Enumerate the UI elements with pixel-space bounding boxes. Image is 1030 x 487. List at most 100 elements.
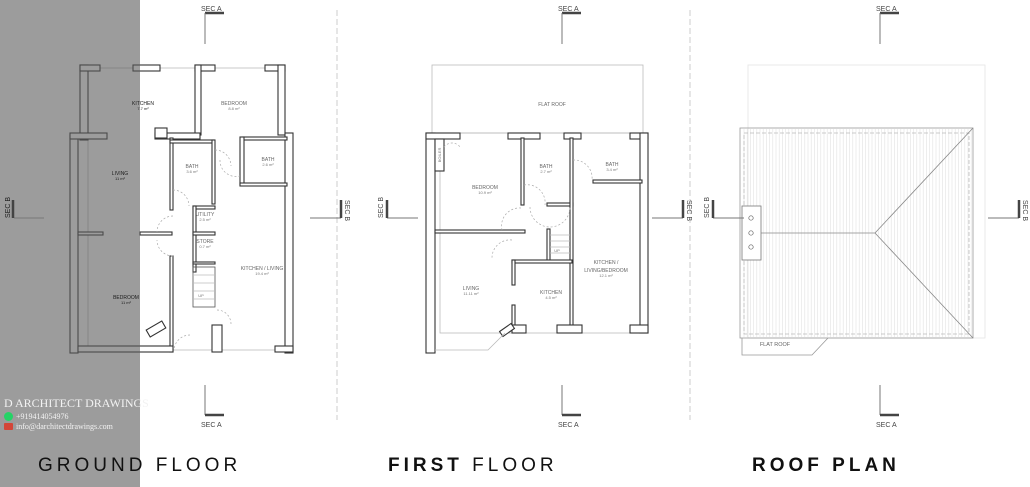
room-label: LIVING/BEDROOM — [584, 268, 628, 274]
boiler-label: BOILER — [437, 148, 442, 163]
room-area: 12.1 m² — [599, 273, 613, 278]
room-label: BATH — [606, 162, 619, 168]
wall — [274, 345, 294, 353]
room-label: BEDROOM — [472, 185, 498, 191]
roof-outline-faint — [747, 64, 986, 339]
sec-a-label: SEC A — [201, 422, 222, 429]
wall — [629, 324, 649, 334]
room-area: 3.4 m² — [606, 167, 618, 172]
bay-wall — [498, 322, 516, 338]
room-label: KITCHEN — [540, 290, 562, 296]
flue-icon — [748, 215, 754, 221]
sec-b-label: SEC B — [343, 200, 350, 221]
wall — [425, 132, 461, 140]
wall — [169, 139, 215, 144]
bay-wall — [145, 320, 167, 338]
roof-plan: FLAT ROOF — [739, 64, 986, 356]
sec-a-label: SEC A — [201, 6, 222, 13]
gutter-line — [743, 132, 970, 335]
sec-a-label: SEC A — [876, 422, 897, 429]
room-label: LIVING — [463, 286, 480, 292]
sec-b-label: SEC B — [378, 197, 385, 218]
hip-line — [874, 127, 974, 234]
flat-roof-label: FLAT ROOF — [538, 102, 566, 108]
wall — [556, 324, 583, 334]
room-area: 3.6 m² — [186, 169, 198, 174]
room-area: 11.11 m² — [463, 291, 479, 296]
wall — [284, 132, 294, 354]
wall — [211, 324, 223, 353]
staircase — [550, 234, 570, 254]
sec-b-label: SEC B — [1021, 200, 1028, 221]
wall — [277, 64, 286, 136]
door-swing — [156, 215, 174, 233]
door-swing — [173, 334, 191, 351]
wall — [139, 231, 173, 236]
wall — [192, 205, 197, 273]
wall — [239, 182, 288, 187]
door-swing — [216, 309, 232, 325]
room-label: STORE — [196, 239, 214, 245]
room-label: BATH — [186, 164, 199, 170]
company-name: D ARCHITECT DRAWINGS — [4, 396, 149, 410]
room-area: 10.9 m² — [478, 190, 492, 195]
wall — [520, 137, 525, 206]
room-area: 19.4 m² — [255, 271, 269, 276]
sec-a-label: SEC A — [558, 422, 579, 429]
flat-roof-outline — [431, 64, 644, 134]
door-swing — [214, 149, 232, 167]
door-swing — [443, 142, 461, 148]
wall — [239, 136, 245, 186]
door-swing — [523, 184, 546, 206]
roof-tile-hatching — [743, 129, 972, 337]
wall — [169, 255, 174, 353]
wall — [192, 231, 216, 236]
wall — [546, 202, 574, 207]
wall — [511, 259, 573, 264]
chimney — [741, 205, 762, 261]
section-markers: SEC A SEC A SEC A SEC A SEC A SEC A SEC … — [201, 6, 1028, 429]
hip-line — [874, 232, 974, 339]
room-area: 4.5 m² — [545, 295, 557, 300]
wall — [192, 261, 216, 265]
ground-floor-title: GROUND FLOOR — [38, 455, 242, 476]
wall — [569, 137, 574, 331]
first-floor-plan: FLAT ROOF BOILER BEDROOM — [425, 64, 649, 354]
room-label: KITCHEN / LIVING — [241, 266, 284, 272]
wall — [434, 229, 526, 234]
door-swing — [156, 239, 174, 257]
mail-icon — [4, 423, 13, 430]
room-label: BATH — [262, 157, 275, 163]
flue-icon — [748, 230, 754, 236]
door-swing — [172, 189, 190, 207]
stair-up-label: UP — [554, 248, 560, 253]
door-swing — [219, 159, 241, 177]
wall — [242, 136, 288, 141]
wall — [546, 228, 551, 263]
wall — [511, 259, 516, 286]
door-swing — [501, 207, 522, 231]
sec-a-bottom-marker: SEC A SEC A SEC A — [201, 385, 899, 429]
stair-up-label: UP — [198, 293, 204, 298]
wall — [154, 127, 168, 139]
sec-b-label: SEC B — [685, 200, 692, 221]
wall — [639, 132, 649, 334]
sec-b-markers: SEC B SEC B SEC B SEC B SEC B — [310, 197, 1028, 221]
wall — [211, 139, 216, 205]
room-label: BATH — [540, 164, 553, 170]
room-area: 8.8 m² — [228, 106, 240, 111]
phone-number: +919414054976 — [16, 412, 69, 421]
staircase — [192, 266, 216, 308]
whatsapp-icon — [4, 412, 13, 421]
first-floor-title: FIRST FLOOR — [388, 455, 558, 476]
room-area: 2.6 m² — [262, 162, 274, 167]
watermark-overlay — [0, 0, 140, 487]
flat-roof-outline — [741, 337, 829, 356]
wall — [425, 132, 436, 354]
roof-outline — [739, 127, 974, 339]
room-area: 2.7 m² — [540, 169, 552, 174]
email-address: info@darchitectdrawings.com — [16, 422, 113, 431]
door-swing — [491, 239, 513, 259]
wall — [169, 137, 174, 211]
watermark-brand: D ARCHITECT DRAWINGS +919414054976 info@… — [4, 396, 149, 431]
